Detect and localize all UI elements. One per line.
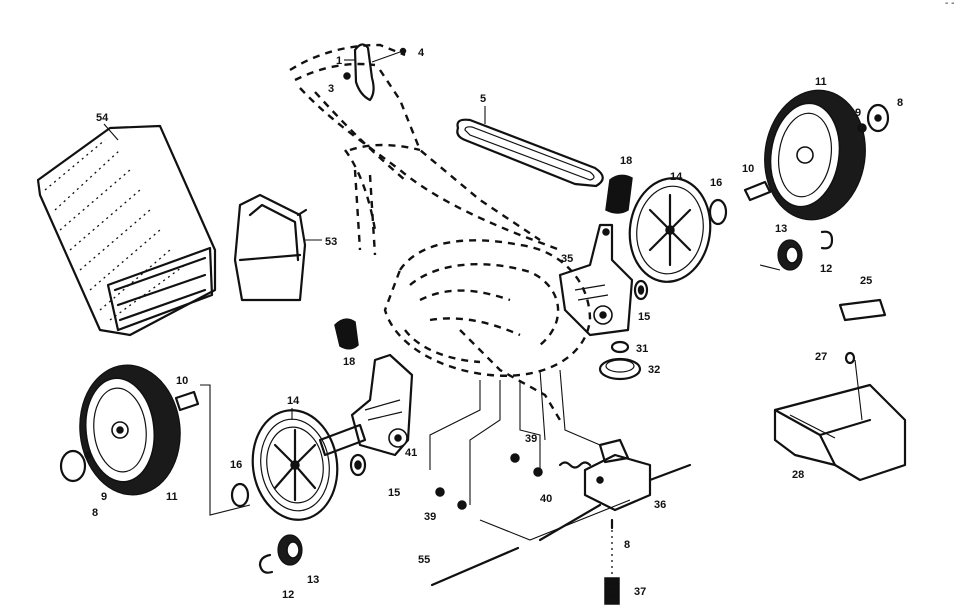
grip-right-part (605, 174, 633, 214)
grass-bag-part (36, 124, 217, 337)
bushing-right-part (633, 279, 649, 301)
callout-35: 35 (561, 253, 573, 265)
pinion-gear-right-part (777, 230, 834, 271)
callout-18-right: 18 (620, 155, 632, 167)
callout-16-left: 16 (230, 459, 242, 471)
spring-part (435, 453, 592, 510)
callout-5: 5 (480, 93, 486, 105)
callout-9-left: 9 (101, 491, 107, 503)
callout-10-left: 10 (176, 375, 188, 387)
callout-53: 53 (325, 236, 337, 248)
height-adjuster-right-part (558, 223, 634, 337)
mower-deck-phantom (383, 239, 592, 421)
spacer-left-part (174, 390, 200, 412)
callout-14-left: 14 (287, 395, 300, 407)
callout-55: 55 (418, 554, 430, 566)
bolt-part (604, 518, 620, 605)
callout-1: 1 (336, 55, 342, 67)
callout-8-left: 8 (92, 507, 98, 519)
callout-14-right: 14 (670, 171, 683, 183)
mulch-plug-part (773, 383, 907, 482)
washer-right-part (708, 180, 772, 226)
corner-mark: - - (945, 0, 954, 9)
callout-11-left: 11 (166, 491, 178, 503)
callout-28: 28 (792, 469, 804, 481)
callout-15-right: 15 (638, 311, 650, 323)
assembly-leader-lines (200, 264, 863, 541)
callout-8-right: 8 (897, 97, 903, 109)
callout-12-right: 12 (820, 263, 832, 275)
callout-54: 54 (96, 112, 109, 124)
callout-39-bottom: 39 (424, 511, 436, 523)
handle-knob-part (343, 43, 407, 102)
callout-18-left: 18 (343, 356, 355, 368)
callout-8-bottom: 8 (624, 539, 630, 551)
wheel-cap-left-part (59, 449, 92, 483)
rear-wheel-left-part (79, 364, 181, 496)
bushing-left-part (349, 453, 367, 477)
callout-11-right: 11 (815, 76, 827, 88)
callout-15-left: 15 (388, 487, 400, 499)
callout-31: 31 (636, 343, 648, 355)
drive-wheel-right-part (628, 177, 712, 283)
bag-frame-part (233, 193, 308, 302)
washer-left-part (230, 482, 250, 508)
callout-41: 41 (405, 447, 417, 459)
height-adjuster-left-part (318, 353, 414, 457)
callout-10-right: 10 (742, 163, 754, 175)
callout-37: 37 (634, 586, 646, 598)
callout-36: 36 (654, 499, 666, 511)
callout-9-right: 9 (855, 107, 861, 119)
callout-32: 32 (648, 364, 660, 376)
callout-25: 25 (860, 275, 872, 287)
callout-16-right: 16 (710, 177, 722, 189)
drive-wheel-left-part (251, 409, 339, 521)
callout-12-left: 12 (282, 589, 294, 601)
pinion-gear-left-part (258, 534, 303, 574)
callout-40: 40 (540, 493, 552, 505)
decal-part (838, 298, 887, 365)
wheel-cap-right-part (857, 103, 890, 133)
callout-13-left: 13 (307, 574, 319, 586)
transmission-part (538, 438, 692, 542)
rear-wheel-right-part (764, 89, 866, 221)
callout-27: 27 (815, 351, 827, 363)
handle-assembly-phantom (289, 43, 561, 256)
callout-3: 3 (328, 83, 334, 95)
pulley-part (598, 340, 642, 381)
drive-belt-part (456, 118, 604, 188)
callout-4: 4 (418, 47, 425, 59)
callout-labels: 1 3 4 5 8 9 11 10 16 14 18 13 12 35 15 3… (92, 47, 903, 601)
callout-39-top: 39 (525, 433, 537, 445)
callout-13-right: 13 (775, 223, 787, 235)
axle-rod-part (430, 546, 520, 587)
grip-left-part (334, 318, 359, 350)
